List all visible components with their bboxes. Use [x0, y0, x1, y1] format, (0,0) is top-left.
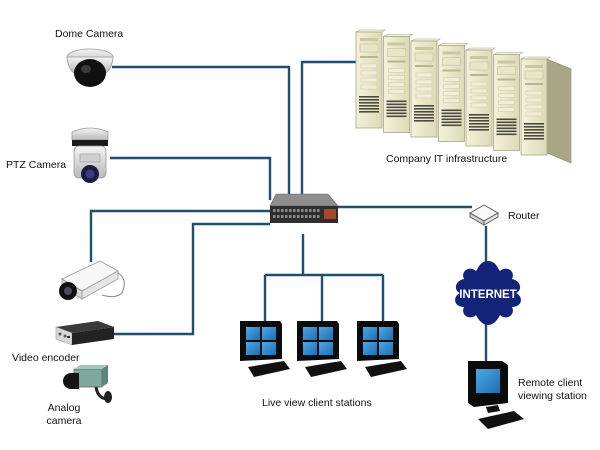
- server-tower-icon: [465, 47, 496, 147]
- analog-camera-icon: [63, 365, 112, 403]
- router-label: Router: [508, 210, 540, 222]
- analog-camera-label: Analog camera: [44, 402, 84, 428]
- server-tower-icon: [520, 56, 572, 164]
- live-clients-label: Live view client stations: [262, 397, 372, 409]
- link-ptz-camera-switch: [110, 156, 272, 200]
- live-client-monitor-icon: [297, 321, 347, 377]
- router-icon: [469, 204, 499, 226]
- server-tower-icon: [383, 34, 414, 133]
- remote-client-label: Remote client viewing station: [518, 377, 587, 403]
- link-network-camera-switch: [89, 209, 270, 262]
- analog-camera-label-line2: camera: [46, 415, 82, 427]
- network-switch-icon: [269, 193, 339, 223]
- remote-client-label-line2: viewing station: [518, 390, 587, 402]
- remote-client-monitor-icon: [468, 361, 524, 429]
- servers-label: Company IT infrastructure: [386, 153, 508, 165]
- analog-camera-label-line1: Analog: [47, 402, 81, 414]
- link-video-encoder-switch: [114, 222, 270, 336]
- server-tower-icon: [410, 38, 441, 138]
- video-encoder-icon: [55, 321, 114, 346]
- internet-cloud-icon: INTERNET: [455, 261, 521, 325]
- ptz-camera-label: PTZ Camera: [6, 159, 67, 171]
- switch-ports: [273, 209, 320, 218]
- server-tower-icon: [438, 43, 469, 142]
- server-tower-icon: [355, 29, 386, 129]
- ptz-camera-icon: [71, 127, 109, 183]
- live-client-stations: [240, 321, 407, 377]
- network-camera-icon: [59, 260, 125, 300]
- link-switch-live-clients: [263, 234, 385, 322]
- live-client-monitor-icon: [357, 321, 407, 377]
- live-client-monitor-icon: [240, 321, 290, 377]
- remote-client-label-line1: Remote client: [518, 377, 583, 389]
- server-rack-group: [355, 29, 572, 164]
- dome-camera-label: Dome Camera: [55, 28, 124, 40]
- connection-lines: [89, 60, 488, 362]
- dome-camera-icon: [66, 48, 114, 87]
- link-switch-servers: [300, 60, 356, 196]
- internet-label: INTERNET: [459, 289, 517, 301]
- video-encoder-label: Video encoder: [12, 352, 80, 364]
- link-dome-camera-switch: [112, 65, 291, 196]
- server-tower-icon: [493, 52, 524, 151]
